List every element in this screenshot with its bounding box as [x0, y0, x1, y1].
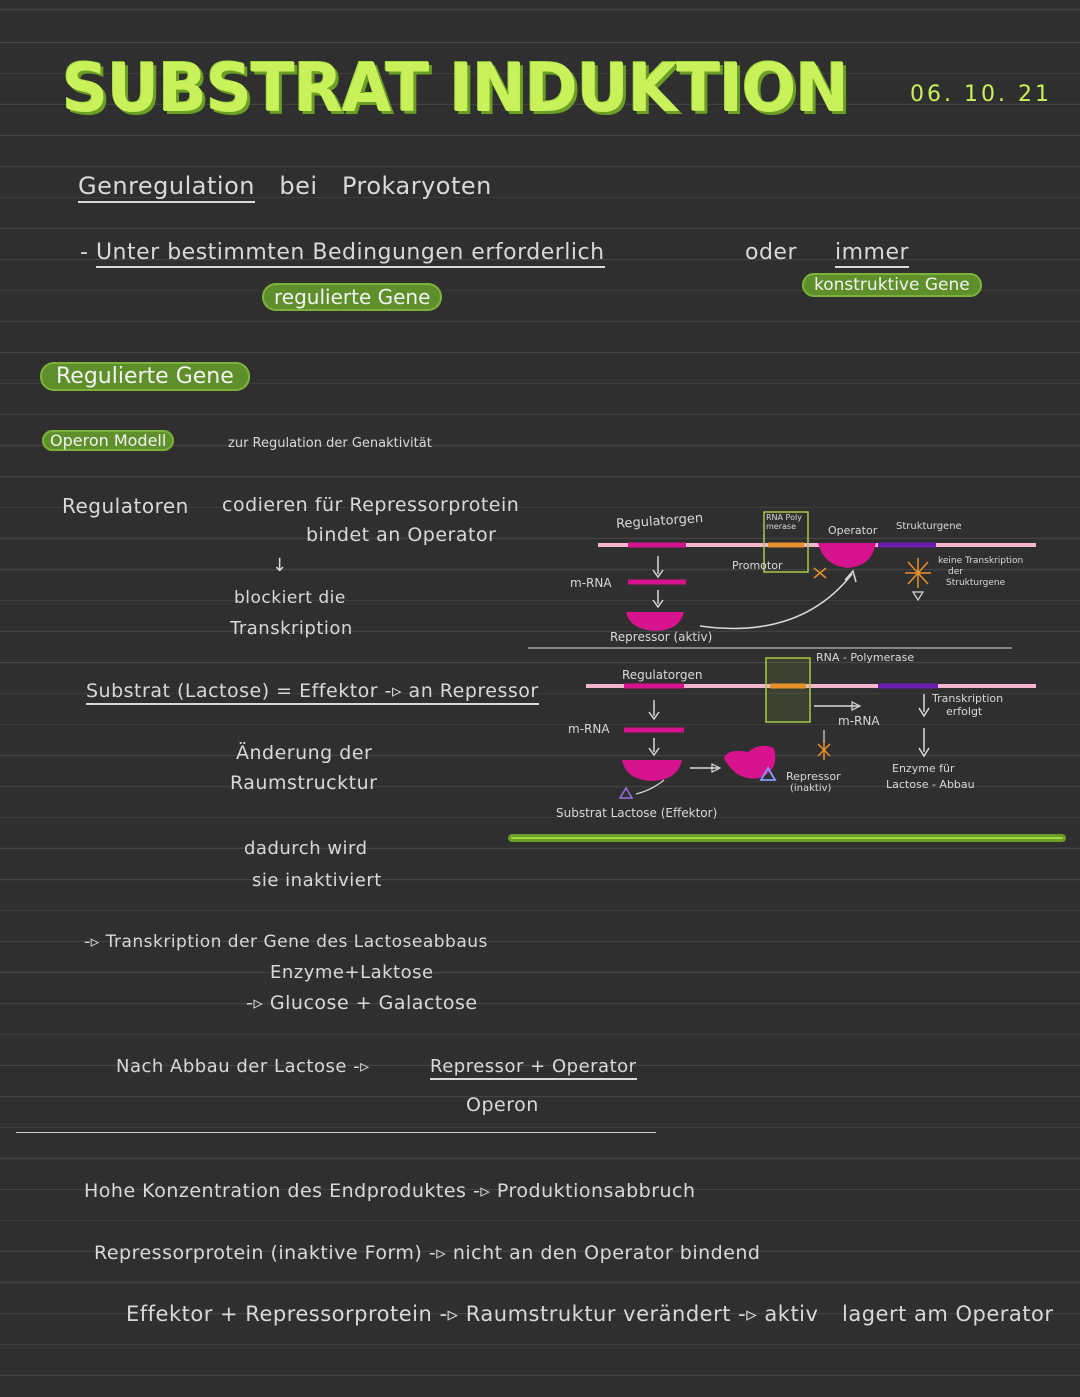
note-nach-abbau: Nach Abbau der Lactose -▹ [116, 1056, 370, 1077]
note-transkription: Transkription [230, 618, 353, 639]
label-strukturgene-top: Strukturgene [896, 521, 962, 532]
no-transcription-cross [905, 558, 931, 588]
note-dadurch: dadurch wird [244, 838, 368, 859]
arrow-down: ↓ [272, 555, 288, 576]
released-cross [817, 740, 831, 760]
note-enzyme: Enzyme+Laktose [270, 962, 434, 983]
label-substrat-lactose: Substrat Lactose (Effektor) [556, 806, 718, 820]
label-mrna-top: m-RNA [570, 576, 612, 590]
tag-konstruktive-gene: konstruktive Gene [802, 273, 982, 297]
note-raumstruktur: Raumstrucktur [230, 772, 378, 794]
tag-regulierte-gene: regulierte Gene [262, 283, 443, 311]
note-repressor-operator: Repressor + Operator [430, 1056, 637, 1080]
subtitle-genregulation: Genregulation [78, 172, 255, 203]
note-glucose: -▹ Glucose + Galactose [246, 992, 478, 1014]
note-lagert: lagert am Operator [842, 1302, 1054, 1326]
label-inaktiv: (inaktiv) [790, 783, 832, 794]
lactose-triangle [618, 786, 634, 799]
label-operator-top: Operator [828, 524, 878, 537]
label-enzyme-fuer: Enzyme für [892, 762, 955, 775]
immer-text: immer [835, 240, 910, 268]
label-keine-transkription: keine Transkription [938, 556, 1024, 566]
label-der: der [948, 567, 963, 577]
repressor-aktiv-shape [626, 612, 684, 631]
repressor-inaktiv-shape [724, 745, 776, 779]
subtitle-bei: bei [279, 172, 318, 200]
label-rna-poly-top: RNA Poly merase [766, 513, 802, 531]
diagram-bottom [586, 657, 1036, 799]
line-immer: immer [835, 240, 910, 268]
label-regulatorgen-bottom: Regulatorgen [622, 668, 703, 682]
note-substrat-text: Substrat (Lactose) = Effektor -▹ an Repr… [86, 680, 539, 705]
note-blockiert: blockiert die [234, 588, 346, 608]
label-transkription: Transkription [932, 692, 1004, 705]
note-repressorprotein: Repressorprotein (inaktive Form) -▹ nich… [94, 1242, 761, 1264]
repressor-bottom-shape [622, 760, 682, 781]
effector-triangle [759, 766, 777, 781]
repressor-operator-text: Repressor + Operator [430, 1056, 637, 1080]
line-conditions: - Unter bestimmten Bedingungen erforderl… [80, 240, 605, 268]
date: 06. 10. 21 [910, 82, 1052, 107]
operon-desc: zur Regulation der Genaktivität [228, 436, 432, 451]
divider-line [16, 1132, 656, 1133]
label-promotor: Promotor [732, 559, 783, 572]
label-strukturgene-bottom: Strukturgene [946, 578, 1006, 588]
subtitle-prokaryoten: Prokaryoten [341, 172, 492, 200]
label-mrna-left: m-RNA [568, 722, 610, 736]
operon-tag: Operon Modell [42, 430, 175, 451]
dash: - [80, 240, 89, 265]
line-conditions-text: Unter bestimmten Bedingungen erforderlic… [95, 240, 605, 268]
subtitle: Genregulation bei Prokaryoten [78, 172, 492, 203]
section-heading: Regulierte Gene [40, 362, 250, 391]
note-bindet: bindet an Operator [306, 524, 497, 546]
note-hohe: Hohe Konzentration des Endproduktes -▹ P… [84, 1180, 696, 1202]
label-erfolgt: erfolgt [946, 705, 983, 718]
note-aenderung: Änderung der [236, 742, 373, 764]
note-inaktiviert: sie inaktiviert [252, 870, 382, 891]
label-rna-polymerase: RNA - Polymerase [816, 651, 915, 664]
note-operon: Operon [466, 1094, 539, 1116]
page-title: SUBSTRAT INDUKTION [62, 50, 849, 128]
arrow-repressor-to-operator [699, 573, 853, 630]
rna-polymerase-box-bottom [765, 657, 811, 723]
line-oder: oder [745, 240, 798, 265]
note-substrat: Substrat (Lactose) = Effektor -▹ an Repr… [86, 680, 539, 705]
label-repressor: Repressor [786, 770, 841, 783]
rna-polymerase-box [763, 511, 809, 573]
label-lactose-abbau: Lactose - Abbau [886, 778, 975, 791]
diagram-top [528, 511, 1036, 649]
blocked-cross-orange [813, 567, 827, 579]
repressor-bound [818, 543, 876, 568]
note-trans-gene: -▹ Transkription der Gene des Lactoseabb… [84, 932, 488, 952]
label-mrna-right: m-RNA [838, 714, 880, 728]
note-codieren: codieren für Repressorprotein [222, 494, 520, 516]
note-effektor: Effektor + Repressorprotein -▹ Raumstruk… [126, 1302, 819, 1326]
note-regulatoren: Regulatoren [62, 494, 189, 518]
label-repressor-aktiv: Repressor (aktiv) [610, 630, 713, 644]
